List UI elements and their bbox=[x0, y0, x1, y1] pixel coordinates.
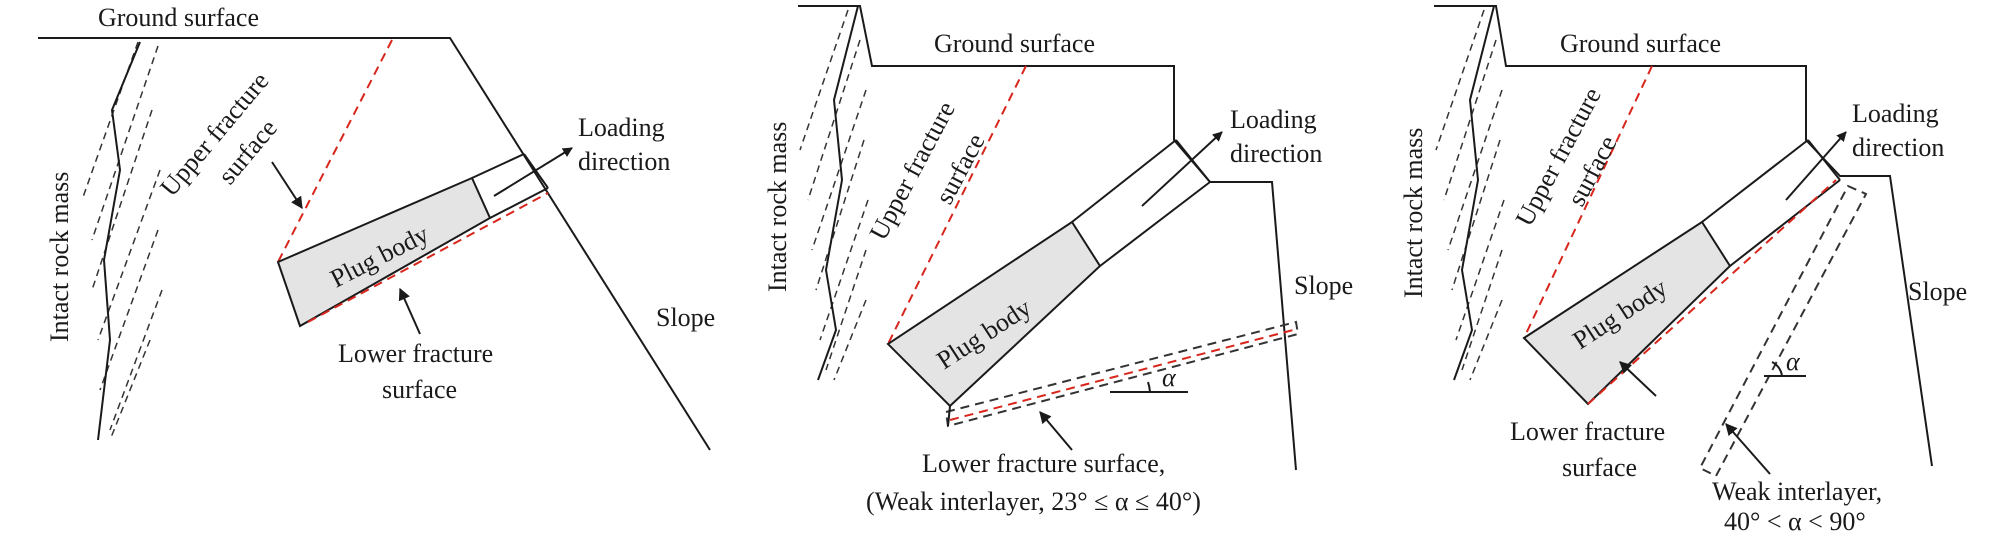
loading-label-line2: direction bbox=[578, 147, 670, 176]
loading-arrow bbox=[1785, 131, 1847, 201]
loading-label-line2: direction bbox=[1852, 133, 1944, 162]
loading-label-line2: direction bbox=[1230, 139, 1322, 168]
panel-3: Ground surface Intact rock mass Upper fr… bbox=[1399, 5, 1967, 536]
lower-fracture-leader bbox=[1619, 361, 1657, 397]
plug-base-to-band bbox=[947, 405, 951, 427]
lower-fracture-leader bbox=[1039, 411, 1073, 451]
upper-fracture-leader bbox=[271, 161, 303, 210]
rock-face bbox=[1453, 5, 1495, 381]
channel-top bbox=[1071, 139, 1177, 223]
panel-2: Ground surface Intact rock mass Upper fr… bbox=[763, 5, 1353, 516]
intact-rock-mass-label: Intact rock mass bbox=[1399, 128, 1428, 298]
slope-label: Slope bbox=[1908, 277, 1967, 306]
ground-surface-label: Ground surface bbox=[1560, 29, 1721, 58]
slope-label: Slope bbox=[1294, 271, 1353, 300]
loading-arrow bbox=[493, 147, 573, 197]
weak-interlayer-band bbox=[944, 320, 1300, 428]
lower-fracture-interlayer-line2: (Weak interlayer, 23° ≤ α ≤ 40°) bbox=[866, 487, 1201, 516]
channel-end bbox=[1807, 139, 1841, 181]
channel-top bbox=[471, 153, 525, 179]
rock-hatching bbox=[81, 41, 163, 441]
intact-rock-mass-label: Intact rock mass bbox=[45, 172, 74, 342]
slope-label: Slope bbox=[656, 303, 715, 332]
weak-interlayer-band bbox=[1698, 184, 1868, 478]
loading-label-line1: Loading bbox=[1230, 105, 1317, 134]
lower-fracture-label-line2: surface bbox=[382, 375, 457, 404]
upper-fracture-line bbox=[1523, 65, 1653, 339]
rock-hatching bbox=[799, 9, 869, 381]
loading-label-line1: Loading bbox=[578, 113, 665, 142]
upper-fracture-line bbox=[887, 65, 1027, 345]
ground-slope-line bbox=[798, 5, 1297, 471]
weak-interlayer-label-line1: Weak interlayer, bbox=[1712, 477, 1882, 506]
channel-top bbox=[1701, 139, 1809, 223]
ground-slope-line bbox=[1434, 5, 1933, 467]
rock-face bbox=[817, 5, 859, 381]
lower-fracture-line bbox=[1587, 179, 1837, 405]
lower-fracture-label-line1: Lower fracture bbox=[1510, 417, 1665, 446]
ground-slope-line bbox=[38, 37, 711, 451]
rock-hatching bbox=[1435, 9, 1505, 381]
weak-interlayer-leader bbox=[1725, 423, 1771, 475]
channel-bottom bbox=[489, 187, 549, 219]
alpha-label: α bbox=[1162, 363, 1177, 392]
weak-interlayer-label-line2: 40° < α < 90° bbox=[1724, 507, 1866, 536]
loading-label-line1: Loading bbox=[1852, 99, 1939, 128]
lower-fracture-label-line2: surface bbox=[1562, 453, 1637, 482]
channel-bottom bbox=[1729, 179, 1841, 267]
ground-surface-label: Ground surface bbox=[934, 29, 1095, 58]
panel-1: Ground surface Intact rock mass Upper fr… bbox=[38, 3, 715, 451]
alpha-arc bbox=[1147, 381, 1151, 393]
loading-arrow bbox=[1141, 131, 1223, 207]
lower-fracture-label-line1: Lower fracture bbox=[338, 339, 493, 368]
lower-fracture-interlayer-line1: Lower fracture surface, bbox=[922, 449, 1165, 478]
lower-fracture-line bbox=[307, 192, 549, 323]
lower-fracture-leader bbox=[398, 287, 421, 335]
channel-bottom bbox=[1099, 181, 1211, 267]
rock-face bbox=[97, 41, 141, 441]
intact-rock-mass-label: Intact rock mass bbox=[763, 122, 792, 292]
ground-surface-label: Ground surface bbox=[98, 3, 259, 32]
channel-end bbox=[1175, 139, 1211, 183]
upper-fracture-line bbox=[277, 39, 393, 263]
alpha-arc bbox=[1771, 361, 1783, 377]
alpha-label: α bbox=[1786, 347, 1801, 376]
